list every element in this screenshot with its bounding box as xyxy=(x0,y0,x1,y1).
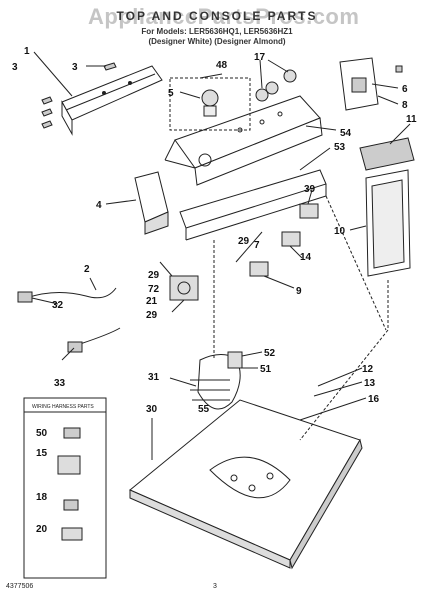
callout-label: 4 xyxy=(96,200,102,211)
callout-label: 7 xyxy=(254,240,260,251)
legend-title: WIRING HARNESS PARTS xyxy=(32,404,94,410)
callout-label: 30 xyxy=(146,404,158,415)
callout-label: 6 xyxy=(402,84,408,95)
side-panel-part xyxy=(365,169,411,277)
console-part xyxy=(164,95,323,186)
callout-label: 53 xyxy=(334,142,346,153)
callout-label: 2 xyxy=(84,264,90,275)
leader-lines xyxy=(213,195,389,441)
rear-panel-part xyxy=(61,65,163,136)
callout-label: 21 xyxy=(146,296,158,307)
document-number: 4377506 xyxy=(6,583,34,590)
callout-label: 39 xyxy=(304,184,316,195)
switch-parts xyxy=(249,203,319,277)
console-bracket-part xyxy=(179,169,327,241)
callout-labels: 1 3 3 48 17 5 6 8 54 11 53 4 39 10 29 7 … xyxy=(12,46,417,415)
screw-parts xyxy=(41,62,117,129)
knob-parts xyxy=(255,69,297,102)
callout-leaders xyxy=(31,51,411,460)
callout-label: 8 xyxy=(402,100,408,111)
watermark-text: AppliancePartsPros.com xyxy=(88,4,360,29)
diagram-title: TOP AND CONSOLE PARTS xyxy=(116,9,318,23)
callout-label: 32 xyxy=(52,300,64,311)
callout-label: 48 xyxy=(216,60,228,71)
wire-harness-parts xyxy=(17,287,121,353)
callout-label: 29 xyxy=(238,236,250,247)
model-line: For Models: LER5636HQ1, LER5636HZ1 xyxy=(141,27,293,36)
legend-labels: 50 15 18 20 xyxy=(36,428,48,535)
overlay-part xyxy=(359,137,415,171)
callout-label: 11 xyxy=(406,114,417,125)
callout-label: 31 xyxy=(148,372,160,383)
callout-label: 9 xyxy=(296,286,302,297)
callout-label: 72 xyxy=(148,284,160,295)
legend-label: 18 xyxy=(36,492,48,503)
callout-label: 12 xyxy=(362,364,374,375)
page-number: 3 xyxy=(213,583,217,590)
wiring-bundle-part xyxy=(190,351,243,410)
end-cap-right-part xyxy=(339,57,403,111)
callout-label: 5 xyxy=(168,88,174,99)
callout-label: 17 xyxy=(254,52,266,63)
callout-label: 33 xyxy=(54,378,66,389)
callout-label: 16 xyxy=(368,394,380,405)
legend-label: 50 xyxy=(36,428,48,439)
callout-label: 13 xyxy=(364,378,376,389)
legend-label: 15 xyxy=(36,448,48,459)
callout-label: 55 xyxy=(198,404,210,415)
color-line: (Designer White) (Designer Almond) xyxy=(148,37,286,46)
callout-label: 14 xyxy=(300,252,312,263)
callout-label: 54 xyxy=(340,128,352,139)
callout-label: 29 xyxy=(146,310,158,321)
callout-label: 51 xyxy=(260,364,272,375)
callout-label: 3 xyxy=(72,62,78,73)
timer-part xyxy=(169,275,199,301)
end-cap-left-part xyxy=(134,171,169,235)
callout-label: 1 xyxy=(24,46,30,57)
legend-label: 20 xyxy=(36,524,48,535)
callout-label: 29 xyxy=(148,270,160,281)
knob-inset-part xyxy=(169,77,251,131)
top-cover-part xyxy=(129,399,363,570)
wiring-harness-legend-box xyxy=(23,397,107,579)
callout-label: 3 xyxy=(12,62,18,73)
callout-label: 52 xyxy=(264,348,276,359)
callout-label: 10 xyxy=(334,226,346,237)
